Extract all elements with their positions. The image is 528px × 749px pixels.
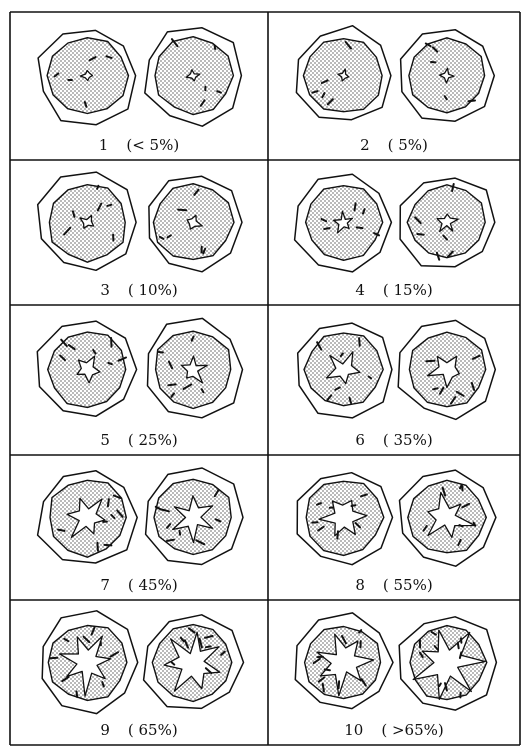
panel-percent: (< 5%) bbox=[126, 136, 179, 154]
panel-number: 8 bbox=[355, 576, 365, 594]
panel-8: 8 ( 55%) bbox=[297, 470, 496, 594]
panel-label: 3 ( 10%) bbox=[100, 281, 177, 299]
panel-number: 9 bbox=[100, 721, 110, 739]
cross-section bbox=[146, 468, 243, 565]
streak-mark bbox=[58, 530, 65, 531]
streak-mark bbox=[159, 352, 163, 353]
panel-percent: ( >65%) bbox=[381, 721, 443, 739]
cross-section bbox=[401, 30, 495, 122]
panel-percent: ( 65%) bbox=[128, 721, 178, 739]
cross-section bbox=[145, 28, 242, 127]
streak-mark bbox=[97, 186, 98, 189]
streak-mark bbox=[417, 234, 423, 235]
cross-section bbox=[149, 176, 242, 272]
panel-7: 7 ( 45%) bbox=[38, 468, 243, 594]
panel-4: 4 ( 15%) bbox=[295, 174, 495, 299]
panel-1: 1 (< 5%) bbox=[38, 28, 241, 154]
panel-6: 6 ( 35%) bbox=[298, 320, 496, 449]
cross-section bbox=[38, 471, 138, 563]
panel-percent: ( 25%) bbox=[128, 431, 178, 449]
streak-mark bbox=[357, 227, 363, 228]
streak-mark bbox=[355, 203, 356, 210]
panel-number: 7 bbox=[100, 576, 110, 594]
panel-3: 3 ( 10%) bbox=[38, 172, 242, 299]
streak-mark bbox=[459, 525, 462, 526]
streak-mark bbox=[50, 658, 57, 659]
streak-mark bbox=[168, 384, 175, 385]
streak-mark bbox=[325, 669, 330, 670]
streak-mark bbox=[433, 388, 438, 389]
streak-mark bbox=[323, 684, 324, 692]
streak-mark bbox=[180, 531, 181, 535]
streak-mark bbox=[104, 545, 111, 546]
panel-number: 10 bbox=[344, 721, 363, 739]
cross-section bbox=[144, 615, 244, 709]
panel-5: 5 ( 25%) bbox=[37, 318, 242, 449]
streak-mark bbox=[439, 684, 441, 687]
cross-section bbox=[37, 321, 136, 416]
panel-label: 6 ( 35%) bbox=[355, 431, 432, 449]
panel-label: 8 ( 55%) bbox=[355, 576, 432, 594]
cross-section bbox=[399, 617, 496, 710]
cross-section bbox=[295, 613, 393, 709]
streak-mark bbox=[460, 652, 461, 658]
panel-number: 4 bbox=[355, 281, 365, 299]
panel-label: 10 ( >65%) bbox=[344, 721, 443, 739]
panel-percent: ( 55%) bbox=[383, 576, 433, 594]
streak-mark bbox=[107, 205, 111, 206]
cross-section bbox=[398, 320, 495, 419]
panel-number: 6 bbox=[355, 431, 365, 449]
streak-mark bbox=[359, 338, 360, 346]
panel-percent: ( 10%) bbox=[128, 281, 178, 299]
panel-label: 4 ( 15%) bbox=[355, 281, 432, 299]
streak-mark bbox=[108, 363, 111, 364]
panel-label: 2 ( 5%) bbox=[360, 136, 428, 154]
panel-number: 3 bbox=[100, 281, 110, 299]
streak-mark bbox=[108, 499, 109, 506]
streak-mark bbox=[206, 646, 211, 647]
streak-mark bbox=[426, 361, 434, 362]
streak-mark bbox=[458, 643, 459, 649]
streak-mark bbox=[77, 691, 78, 697]
panel-percent: ( 5%) bbox=[388, 136, 428, 154]
streak-mark bbox=[339, 681, 340, 688]
cross-section bbox=[298, 323, 392, 418]
streak-mark bbox=[324, 228, 329, 229]
streak-mark bbox=[102, 682, 104, 686]
panel-label: 5 ( 25%) bbox=[100, 431, 177, 449]
panel-10: 10 ( >65%) bbox=[295, 613, 496, 739]
panel-number: 2 bbox=[360, 136, 370, 154]
cross-section bbox=[38, 172, 136, 270]
panel-label: 1 (< 5%) bbox=[99, 136, 179, 154]
streak-mark bbox=[217, 91, 221, 92]
panel-label: 7 ( 45%) bbox=[100, 576, 177, 594]
cross-section bbox=[400, 178, 495, 267]
cross-section bbox=[295, 174, 392, 272]
panel-9: 9 ( 65%) bbox=[42, 611, 243, 739]
streak-mark bbox=[369, 377, 372, 379]
panel-number: 5 bbox=[100, 431, 110, 449]
streak-mark bbox=[167, 540, 174, 541]
panel-label: 9 ( 65%) bbox=[100, 721, 177, 739]
streak-mark bbox=[468, 101, 475, 102]
panel-number: 1 bbox=[99, 136, 109, 154]
cross-section bbox=[297, 473, 392, 565]
streak-mark bbox=[352, 505, 356, 506]
panel-percent: ( 15%) bbox=[383, 281, 433, 299]
cross-section bbox=[42, 611, 138, 714]
panel-percent: ( 45%) bbox=[128, 576, 178, 594]
streak-mark bbox=[97, 543, 98, 551]
cross-section bbox=[296, 26, 391, 120]
streak-mark bbox=[337, 531, 338, 538]
cross-section bbox=[38, 30, 136, 124]
cross-section bbox=[148, 318, 243, 417]
panel-percent: ( 35%) bbox=[383, 431, 433, 449]
panel-2: 2 ( 5%) bbox=[296, 26, 494, 154]
streak-mark bbox=[178, 210, 186, 211]
cross-section bbox=[400, 470, 496, 566]
panels: 1 (< 5%) 2 ( 5%) 3 ( 10%) 4 ( 15%) 5 ( 25%) 6 ( 35%… bbox=[37, 26, 496, 739]
